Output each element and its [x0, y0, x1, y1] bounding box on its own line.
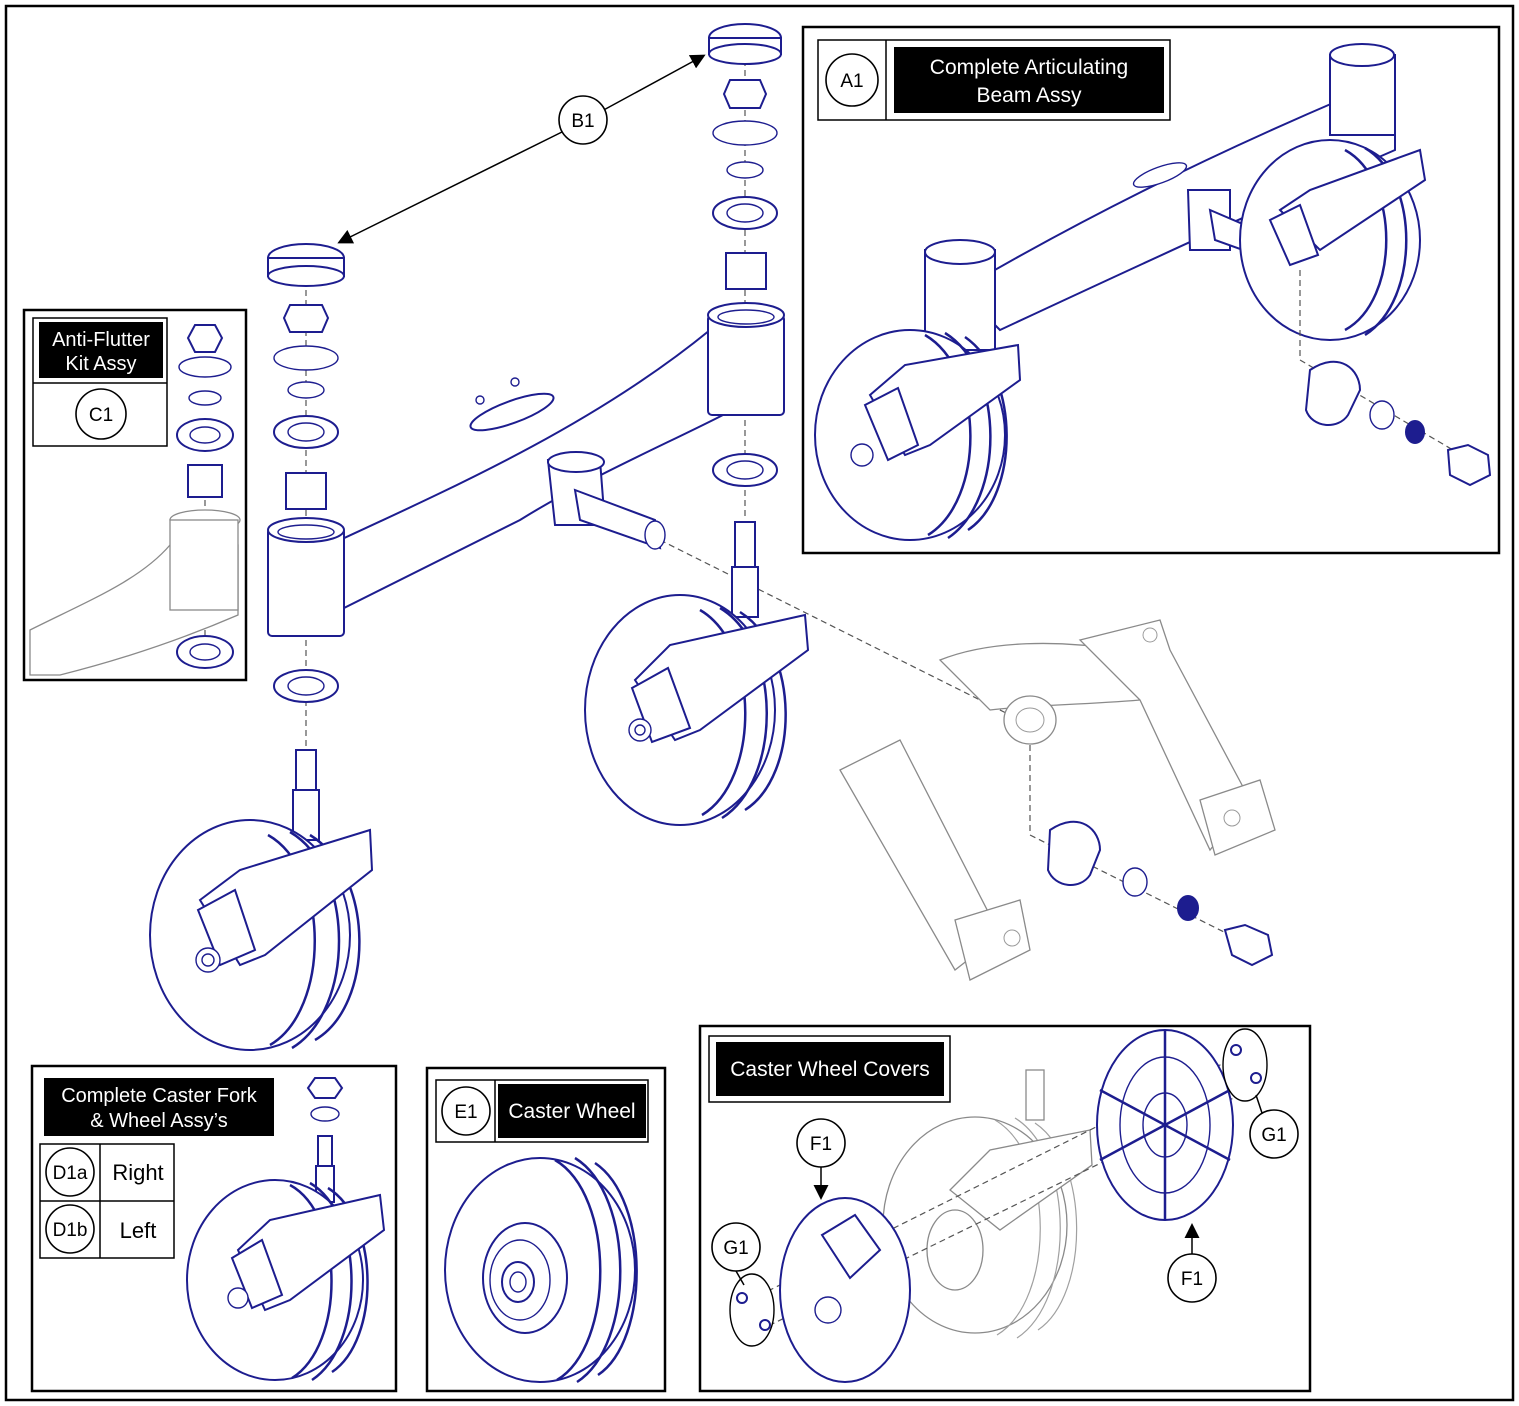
c1-title-line1: Anti-Flutter — [52, 329, 150, 351]
e1-callout-text: E1 — [454, 1102, 477, 1123]
c1-callout-text: C1 — [89, 405, 113, 426]
b1-callout-text: B1 — [571, 111, 594, 132]
d1a-side-text: Right — [112, 1160, 163, 1185]
left-caster-wheel — [149, 749, 374, 1051]
c1-callout-bubble — [75, 388, 127, 440]
a1-callout-bubble — [825, 53, 879, 107]
f-title: Caster Wheel Covers — [730, 1058, 930, 1081]
g1-callout-text-right: G1 — [1261, 1125, 1286, 1146]
d1b-callout-bubble — [45, 1204, 95, 1254]
d1-inset: Complete Caster Fork & Wheel Assy’s D1a … — [30, 1064, 398, 1393]
d1a-callout-bubble — [45, 1147, 95, 1197]
c1-inset-frame — [22, 308, 248, 682]
a1-inset: A1 Complete Articulating Beam Assy — [801, 25, 1501, 555]
a1-title-line2: Beam Assy — [976, 84, 1082, 107]
main-beam-assembly — [267, 40, 1011, 760]
ghost-articulating-frame — [839, 619, 1276, 981]
d1-title-line2: & Wheel Assy’s — [90, 1110, 227, 1132]
right-bearing-stack — [708, 23, 782, 487]
a1-inset-frame — [801, 25, 1501, 555]
a1-callout-text: A1 — [840, 71, 863, 92]
e1-title: Caster Wheel — [508, 1100, 635, 1123]
f-inset: Caster Wheel Covers F1 — [698, 1024, 1312, 1393]
f-inset-frame — [698, 1024, 1312, 1393]
d1-title-box — [44, 1078, 274, 1136]
e1-inset-frame — [425, 1066, 667, 1393]
f1-callout-text-top: F1 — [810, 1134, 832, 1155]
center-caster-wheel — [584, 521, 810, 826]
d1-title-line1: Complete Caster Fork — [61, 1085, 258, 1107]
a1-title-box — [894, 47, 1164, 113]
g1-callout-text-left: G1 — [723, 1238, 748, 1259]
e1-inset: E1 Caster Wheel — [425, 1066, 667, 1393]
e1-title-box — [498, 1084, 646, 1138]
c1-inset: Anti-Flutter Kit Assy C1 — [22, 308, 248, 682]
f-title-box — [716, 1042, 944, 1096]
d1b-callout-text: D1b — [53, 1220, 88, 1241]
left-bearing-stack — [267, 243, 345, 703]
g1-callout-bubble-right — [1249, 1109, 1299, 1159]
a1-title-line1: Complete Articulating — [930, 56, 1128, 79]
b1-callout-bubble — [558, 95, 608, 145]
c1-title-line2: Kit Assy — [65, 353, 136, 375]
e1-callout-bubble — [441, 1086, 491, 1136]
f1-callout-text-bottom: F1 — [1181, 1269, 1203, 1290]
c1-title-box — [39, 322, 163, 378]
outer-frame — [4, 4, 1515, 1402]
b1-arrow-right — [599, 54, 706, 113]
d1-inset-frame — [30, 1064, 398, 1393]
d1b-side-text: Left — [120, 1218, 157, 1243]
b1-arrow-left — [337, 129, 567, 244]
d1a-callout-text: D1a — [53, 1163, 88, 1184]
